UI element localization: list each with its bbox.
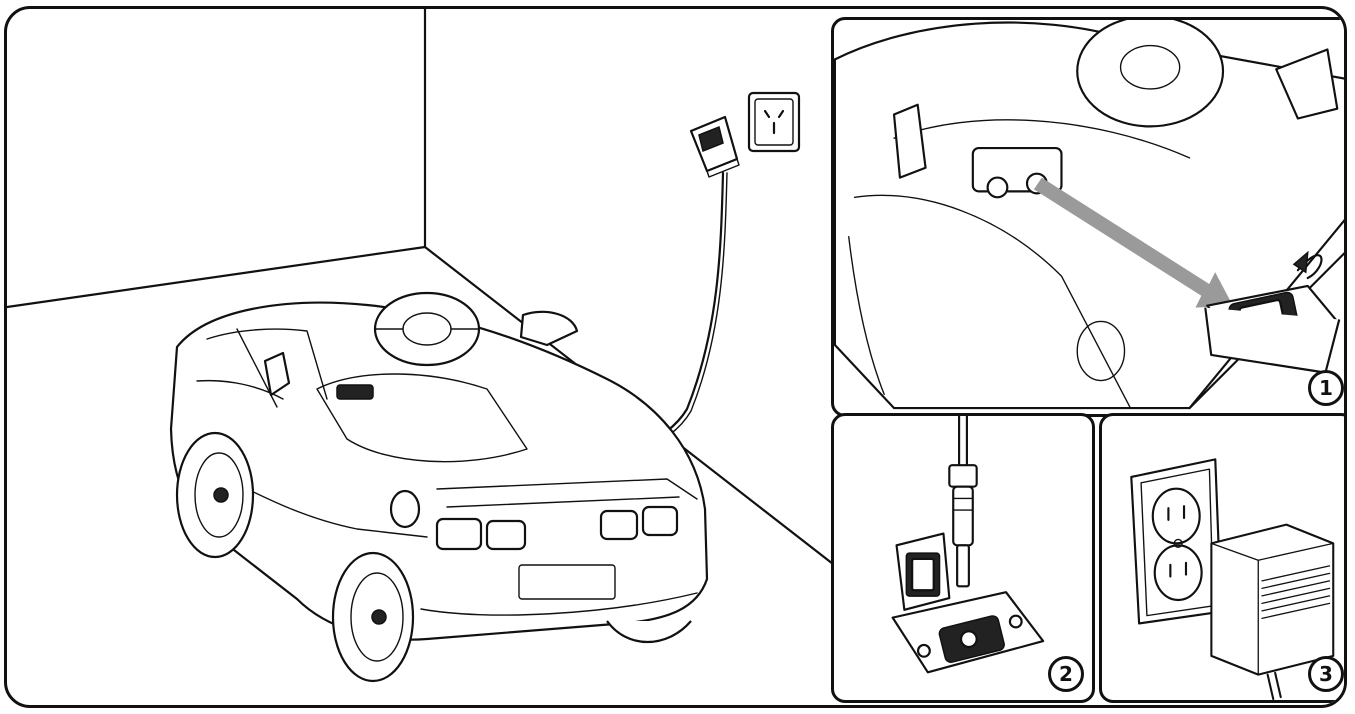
step-number-badge: 3 — [1308, 656, 1344, 692]
charging-port-icon — [834, 20, 1347, 414]
instruction-illustration: 1 2 — [4, 6, 1347, 708]
step-number-badge: 1 — [1308, 370, 1344, 406]
step-2-panel: 2 — [831, 413, 1095, 703]
step-1-panel: 1 — [831, 17, 1347, 417]
step-3-panel: 3 — [1099, 413, 1347, 703]
wall-socket-icon — [749, 93, 799, 151]
charging-scene — [7, 9, 837, 708]
ride-on-car — [171, 293, 707, 681]
step-number-badge: 2 — [1048, 656, 1084, 692]
dc-plug-icon — [834, 416, 1092, 700]
charger-adapter-icon — [691, 117, 739, 177]
